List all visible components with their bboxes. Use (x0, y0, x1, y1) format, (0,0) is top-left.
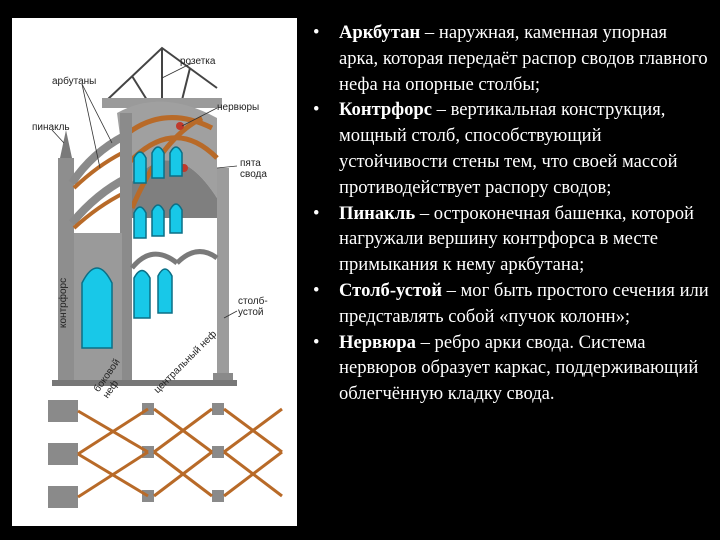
leader-lines (51, 62, 238, 319)
definition-nervyura: • Нервюра – ребро арки свода. Система не… (305, 330, 710, 407)
definitions-panel: • Аркбутан – наружная, каменная упорная … (305, 20, 710, 530)
arcade-arches (130, 249, 219, 270)
definition-stolb-ustoy: • Столб-устой – мог быть простого сечени… (305, 278, 710, 330)
definition-arkbutan: • Аркбутан – наружная, каменная упорная … (305, 20, 710, 97)
right-pier (217, 168, 229, 378)
diagram-drawing (48, 46, 283, 508)
definition-text: – наружная, каменная упорная арка, котор… (339, 22, 708, 95)
definition-kontrfors: • Контрфорс – вертикальная конструкция, … (305, 97, 710, 200)
bullet-icon: • (313, 331, 320, 353)
definition-text: – ребро арки свода. Система нервюров обр… (339, 331, 699, 405)
roof-truss (106, 46, 218, 101)
clerestory-windows (133, 146, 183, 239)
term-label: Столб-устой (339, 279, 442, 301)
gothic-structure-diagram: розетка арбутаны нервюры пинакль пята св… (12, 18, 297, 526)
bullet-icon: • (313, 279, 320, 301)
label-pinakl: пинакль (32, 122, 70, 133)
pinnacle (60, 130, 72, 158)
label-stolb-ustoy: столб- устой (238, 296, 268, 318)
keystone-1 (176, 122, 184, 130)
definition-text: – мог быть простого сечения или представ… (339, 279, 709, 327)
floor-plan (48, 400, 283, 508)
aisle-windows (81, 267, 173, 349)
term-label: Пинакль (339, 202, 416, 224)
label-kontrfors: контрфорс (58, 277, 69, 328)
term-label: Нервюра (339, 331, 416, 353)
term-label: Контрфорс (339, 99, 433, 121)
label-pyata-svoda: пята свода (240, 158, 267, 180)
bullet-icon: • (313, 202, 320, 224)
definition-text: – остроконечная башенка, которой нагружа… (339, 202, 695, 276)
definition-pinakl: • Пинакль – остроконечная башенка, котор… (305, 201, 710, 278)
definition-text: – вертикальная конструкция, мощный столб… (339, 99, 678, 198)
definitions-list: • Аркбутан – наружная, каменная упорная … (305, 20, 710, 407)
label-nervyury: нервюры (217, 102, 260, 113)
bullet-icon: • (313, 99, 320, 121)
label-arkbutany: арбутаны (52, 76, 97, 87)
bullet-icon: • (313, 22, 320, 43)
label-rozetka: розетка (180, 56, 216, 67)
term-label: Аркбутан (339, 22, 421, 43)
buttress (58, 158, 74, 383)
